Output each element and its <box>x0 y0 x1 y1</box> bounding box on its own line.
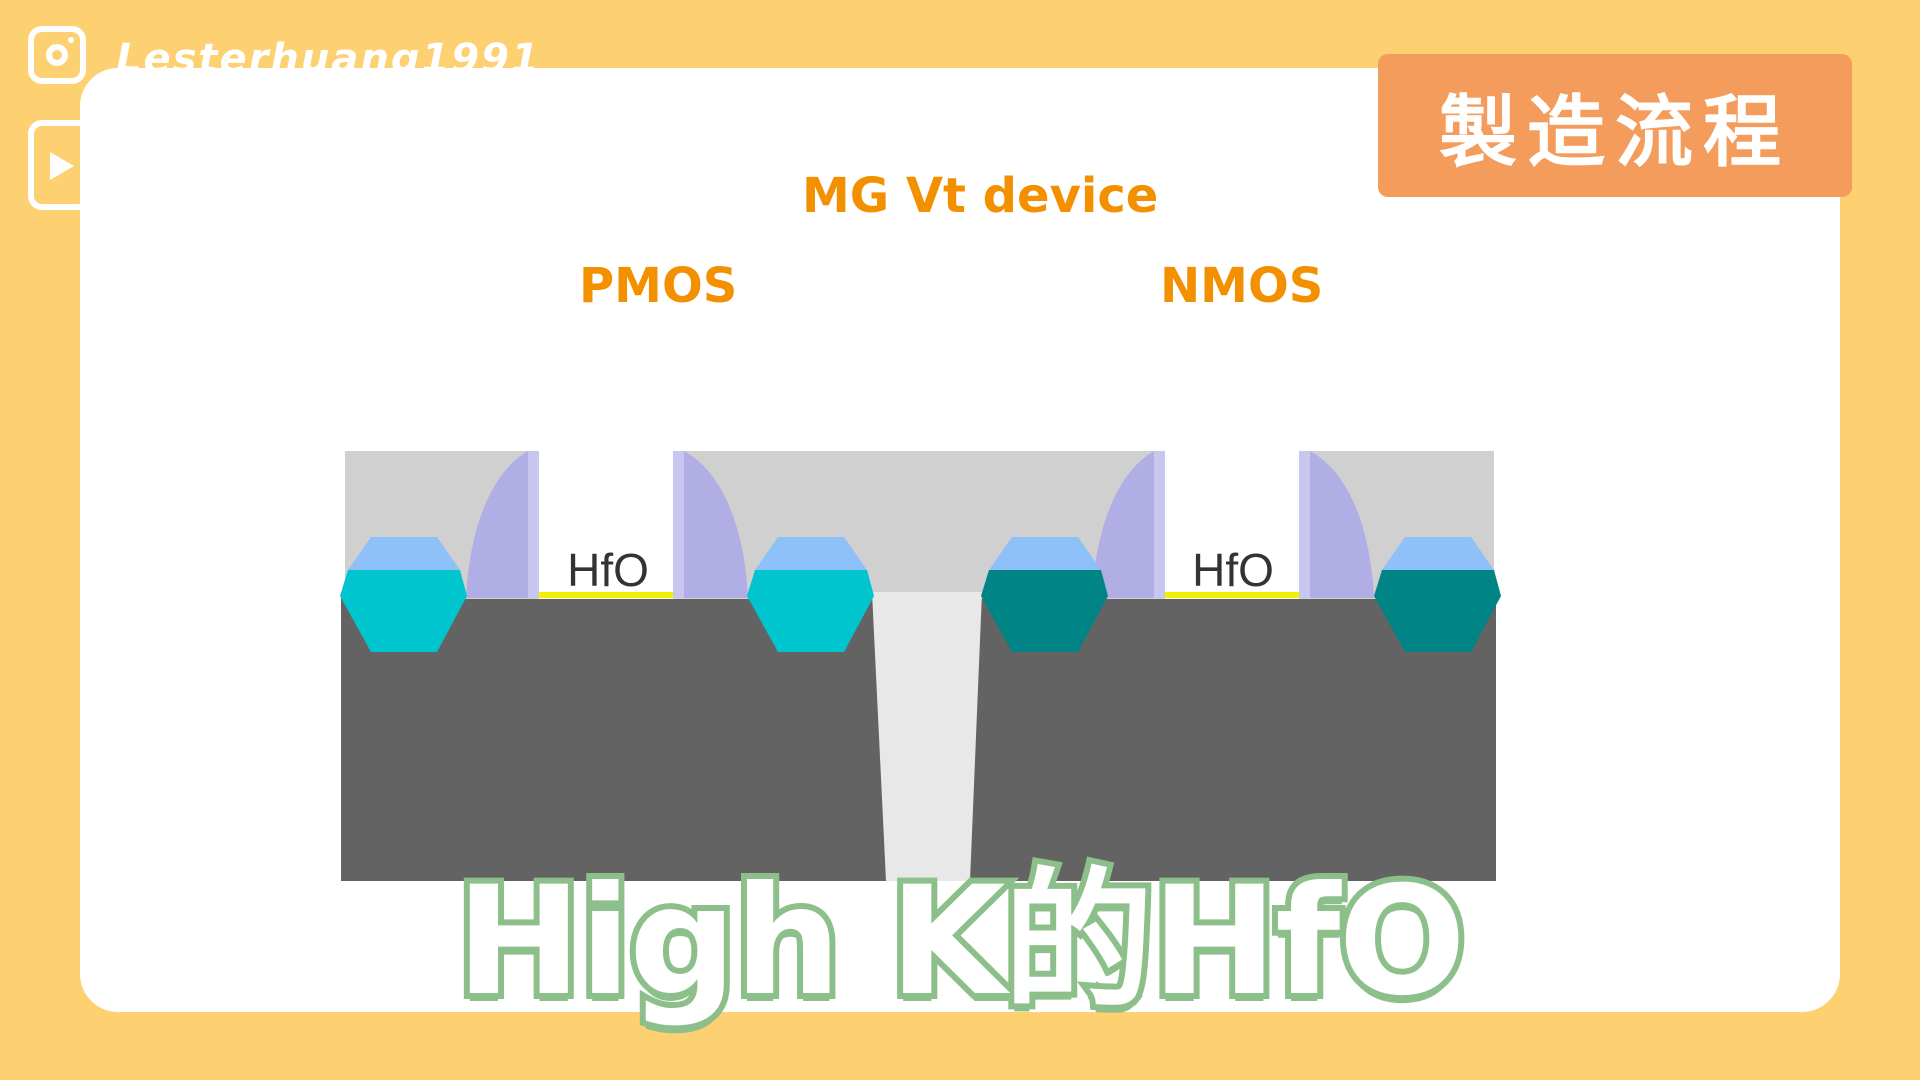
pmos-right-liner <box>673 451 684 598</box>
section-badge: 製造流程 <box>1378 54 1852 197</box>
pmos-gate-opening <box>539 451 673 599</box>
pmos-left-liner <box>528 451 539 598</box>
pmos-left-spacer <box>466 451 528 598</box>
nmos-source-cap <box>989 537 1101 570</box>
pmos-source <box>340 570 467 652</box>
nmos-label: NMOS <box>1160 258 1324 314</box>
pmos-hfo-label: HfO <box>567 544 649 596</box>
pmos-drain-cap <box>755 537 867 570</box>
pmos-hfo-layer <box>539 592 673 598</box>
nmos-right-liner <box>1299 451 1310 598</box>
instagram-icon[interactable] <box>28 26 86 84</box>
pmos-right-spacer <box>684 451 748 598</box>
nmos-hfo-label: HfO <box>1192 544 1274 596</box>
nmos-drain-cap <box>1382 537 1494 570</box>
nmos-left-spacer <box>1092 451 1154 598</box>
instagram-dot <box>68 37 74 43</box>
pmos-label: PMOS <box>579 258 738 314</box>
isolation-trench <box>872 592 982 881</box>
nmos-left-liner <box>1154 451 1165 598</box>
pmos-source-cap <box>348 537 460 570</box>
nmos-gate-opening <box>1165 451 1299 599</box>
nmos-drain <box>1374 570 1501 652</box>
pmos-drain <box>747 570 874 652</box>
diagram-title: MG Vt device <box>802 168 1159 224</box>
nmos-source <box>981 570 1108 652</box>
nmos-hfo-layer <box>1165 592 1299 598</box>
instagram-lens <box>46 44 68 66</box>
nmos-right-spacer <box>1310 451 1374 598</box>
subtitle-caption: High K的HfO <box>450 849 1472 1035</box>
play-triangle <box>50 152 74 180</box>
